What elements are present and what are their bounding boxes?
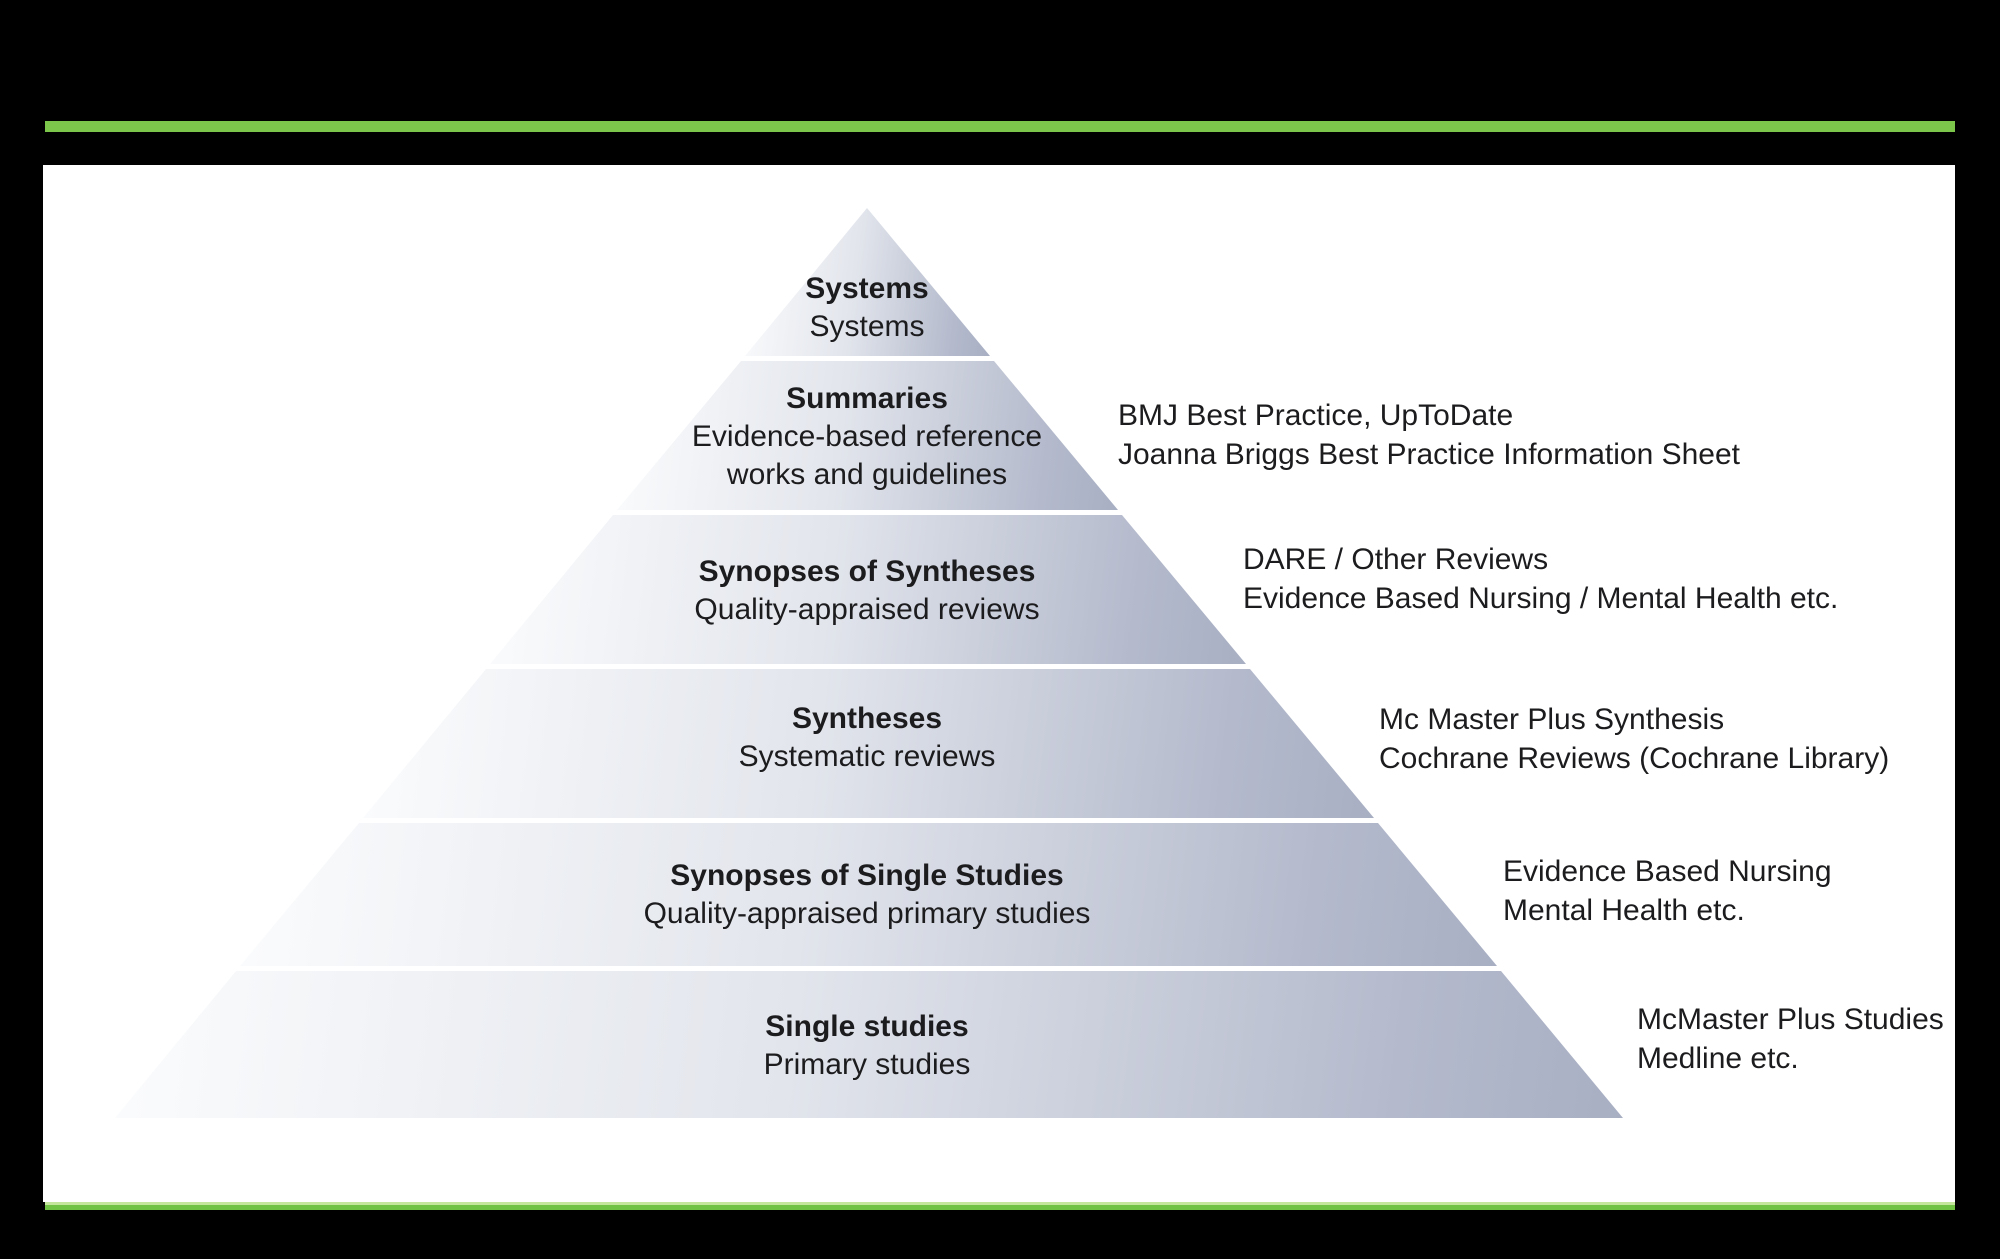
pyramid-level-subtitle: Quality-appraised primary studies [643, 897, 1091, 930]
pyramid-level-subtitle: Evidence-based reference [691, 420, 1043, 453]
pyramid-label-synopses-of-syntheses: Synopses of Syntheses Quality-appraised … [694, 553, 1039, 629]
pyramid-label-synopses-of-single-studies: Synopses of Single Studies Quality-appra… [644, 857, 1091, 933]
pyramid-level-subtitle: Primary studies [763, 1048, 971, 1081]
annotation-line: Evidence Based Nursing / Mental Health e… [1243, 582, 1839, 615]
annotation-line: Evidence Based Nursing [1503, 855, 1832, 888]
pyramid-level-subtitle: Quality-appraised reviews [694, 593, 1040, 626]
annotation-line: Medline etc. [1637, 1042, 1799, 1075]
pyramid-level-title: Synopses of Single Studies [670, 859, 1064, 892]
pyramid-level-syntheses-shape [363, 669, 1374, 818]
annotation-line: Joanna Briggs Best Practice Information … [1118, 438, 1741, 471]
annotation-line: Mental Health etc. [1503, 894, 1745, 927]
pyramid-label-syntheses: Syntheses Systematic reviews [739, 700, 996, 776]
pyramid-level-title: Syntheses [791, 702, 943, 735]
pyramid-level-subtitle: Systems [809, 310, 925, 343]
annotation-single-studies: McMaster Plus Studies Medline etc. [1637, 1000, 1944, 1078]
bottom-green-rule [45, 1202, 1955, 1210]
pyramid-level-title: Single studies [765, 1010, 969, 1043]
annotation-line: DARE / Other Reviews [1243, 543, 1549, 576]
annotation-synopses-of-single-studies: Evidence Based Nursing Mental Health etc… [1503, 852, 1832, 930]
pyramid-level-subtitle: works and guidelines [726, 458, 1008, 491]
annotation-synopses-of-syntheses: DARE / Other Reviews Evidence Based Nurs… [1243, 540, 1838, 618]
top-green-rule [45, 121, 1955, 132]
annotation-summaries: BMJ Best Practice, UpToDate Joanna Brigg… [1118, 396, 1740, 474]
pyramid-level-title: Systems [805, 272, 929, 305]
pyramid-label-systems: Systems Systems [805, 270, 928, 346]
pyramid-level-single-studies-shape [115, 971, 1623, 1118]
pyramid-level-synopses-of-syntheses-shape [490, 515, 1246, 664]
pyramid-level-title: Synopses of Syntheses [698, 555, 1036, 588]
pyramid-level-subtitle: Systematic reviews [738, 740, 996, 773]
annotation-line: Mc Master Plus Synthesis [1379, 703, 1725, 736]
annotation-line: Cochrane Reviews (Cochrane Library) [1379, 742, 1890, 775]
annotation-line: BMJ Best Practice, UpToDate [1118, 399, 1514, 432]
pyramid-level-synopses-of-single-studies-shape [240, 823, 1497, 966]
pyramid-level-title: Summaries [786, 382, 948, 415]
pyramid-label-single-studies: Single studies Primary studies [764, 1008, 971, 1084]
annotation-syntheses: Mc Master Plus Synthesis Cochrane Review… [1379, 700, 1889, 778]
annotation-line: McMaster Plus Studies [1637, 1003, 1944, 1036]
pyramid-label-summaries: Summaries Evidence-based reference works… [692, 380, 1042, 494]
